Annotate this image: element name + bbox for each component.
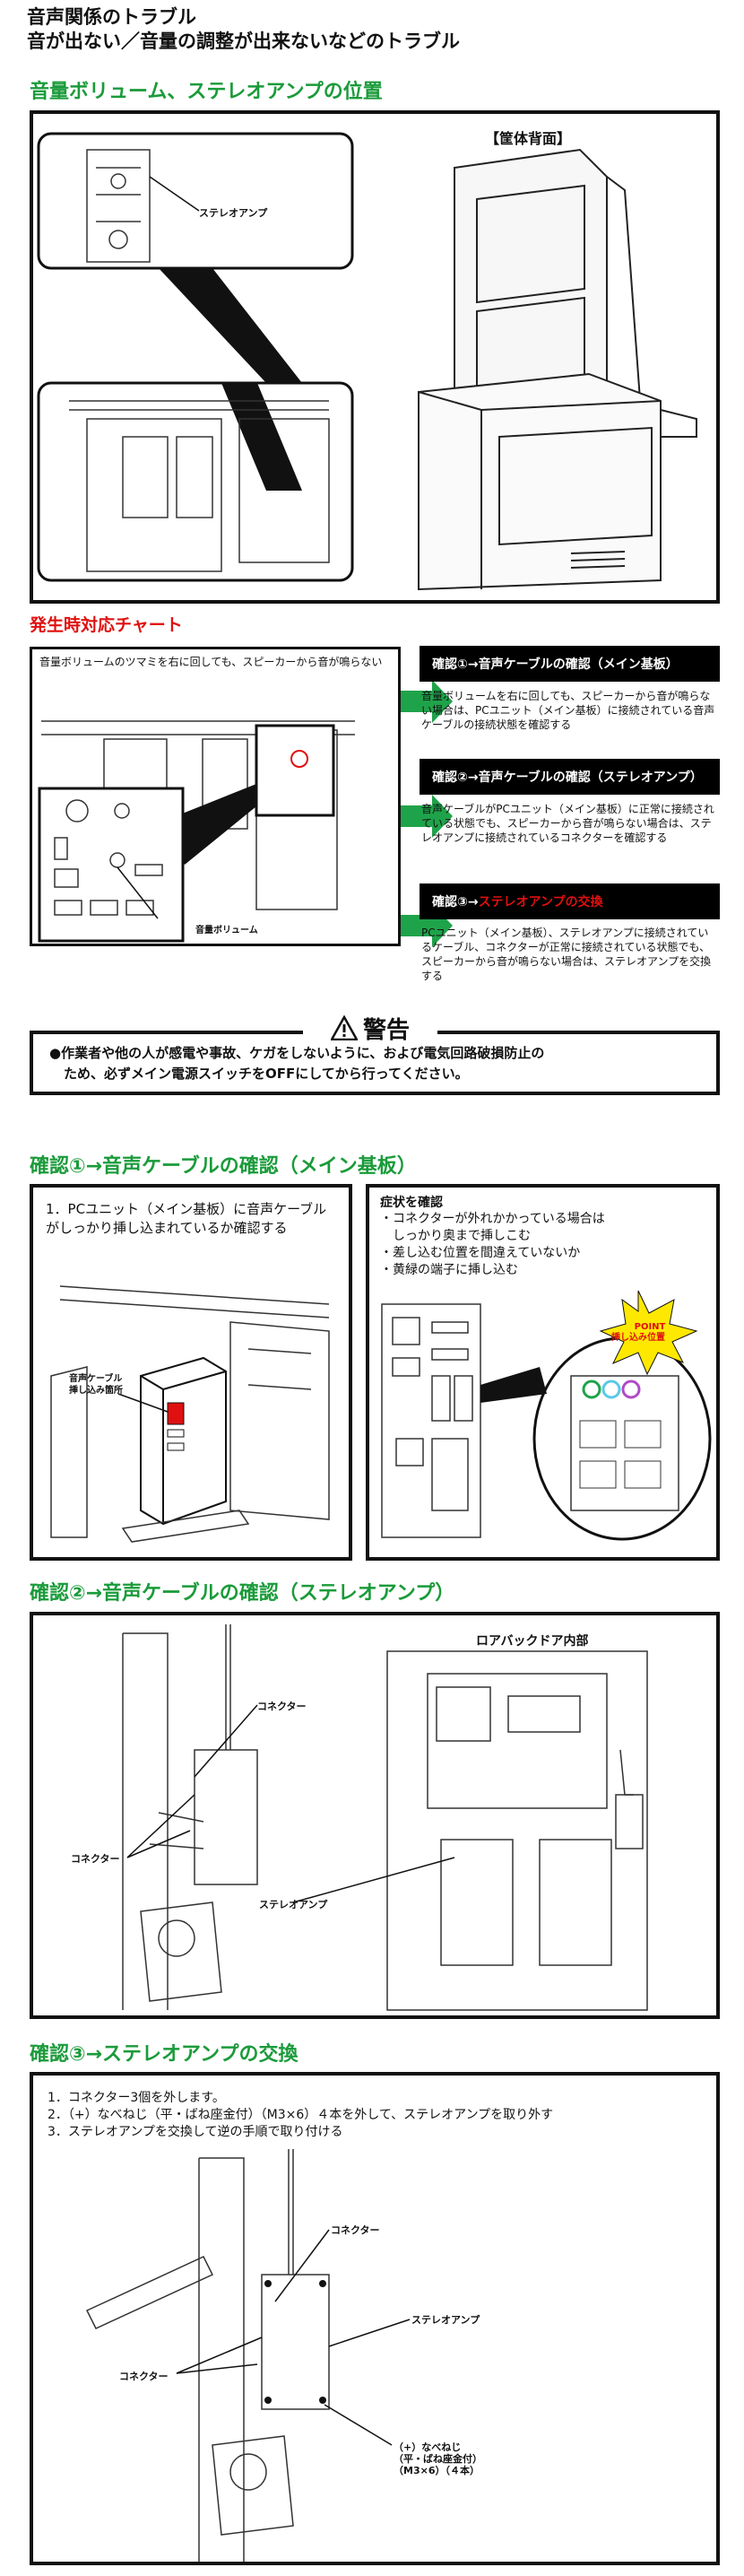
page-title: 音声関係のトラブル — [27, 6, 196, 28]
screw-label-1: （+）なべねじ — [394, 2441, 462, 2453]
check1-left-frame: 1．PCユニット（メイン基板）に音声ケーブルがしっかり挿し込まれているか確認する… — [30, 1184, 352, 1561]
volume-illustration — [38, 720, 355, 943]
section-title-check3: 確認③→ステレオアンプの交換 — [30, 2043, 298, 2066]
connector-label-top: コネクター — [257, 1701, 307, 1712]
check1-right-frame: 症状を確認 ・コネクターが外れかかっている場合は しっかり奥まで挿しこむ ・差し… — [366, 1184, 720, 1561]
symptom-title: 症状を確認 — [380, 1196, 443, 1210]
check3-step1: 1．コネクター3個を外します。 — [48, 2091, 225, 2105]
symptom-3: ・黄緑の端子に挿し込む — [380, 1263, 518, 1277]
cabinet-illustration — [37, 132, 697, 591]
point-label-1: POINT — [634, 1322, 666, 1332]
volume-label: 音量ボリューム — [195, 926, 258, 936]
flow-arrows — [401, 680, 453, 947]
insert-location-label-2: 挿し込み箇所 — [69, 1386, 123, 1396]
warning-title: 警告 — [362, 1016, 410, 1044]
check1-step-text: 1．PCユニット（メイン基板）に音声ケーブルがしっかり挿し込まれているか確認する — [46, 1201, 327, 1236]
page-subtitle: 音が出ない／音量の調整が出来ないなどのトラブル — [27, 30, 460, 52]
section-title-position: 音量ボリューム、ステレオアンプの位置 — [30, 81, 383, 103]
connector-label-check3-left: コネクター — [119, 2371, 169, 2382]
chart-step2-title: 確認②→音声ケーブルの確認（ステレオアンプ） — [420, 759, 720, 795]
warning-header: 警告 — [303, 1012, 437, 1044]
chart-intro-text: 音量ボリュームのツマミを右に回しても、スピーカーから音が鳴らない — [39, 656, 383, 668]
check2-frame: ロアバックドア内部 コネクター コネクター ステレオアンプ — [30, 1612, 720, 2019]
stereo-amp-connector-illustration — [122, 1624, 648, 2011]
section-title-check1: 確認①→音声ケーブルの確認（メイン基板） — [30, 1155, 417, 1178]
screw-label-3: （M3×6）（４本） — [394, 2465, 480, 2476]
chart-step1-body: 音量ボリュームを右に回しても、スピーカーから音が鳴らない場合は、PCユニット（メ… — [421, 690, 715, 731]
section-title-chart: 発生時対応チャート — [30, 615, 183, 635]
screw-label-2: （平・ばね座金付） — [394, 2453, 482, 2465]
symptom-1b: しっかり奥まで挿しこむ — [380, 1229, 531, 1243]
chart-step1-title: 確認①→音声ケーブルの確認（メイン基板） — [420, 646, 720, 682]
symptom-2: ・差し込む位置を間違えていないか — [380, 1246, 581, 1260]
lower-back-door-label: ロアバックドア内部 — [476, 1634, 589, 1649]
warning-text-line1: ●作業者や他の人が感電や事故、ケガをしないように、および電気回路破損防止の — [49, 1045, 545, 1061]
motherboard-illustration — [381, 1290, 712, 1541]
pc-unit-illustration — [50, 1285, 330, 1543]
cabinet-back-label: 【筐体背面】 — [485, 130, 572, 147]
chart-step3-title-prefix: 確認③→ — [432, 895, 479, 909]
warning-text-line2: ため、必ずメイン電源スイッチをOFFにしてから行ってください。 — [64, 1066, 469, 1082]
check3-step2: 2．（+）なべねじ（平・ばね座金付）（M3×6）４本を外して、ステレオアンプを取… — [48, 2108, 554, 2122]
stereo-amp-label-check3: ステレオアンプ — [411, 2314, 480, 2326]
chart-step3-title: 確認③→ステレオアンプの交換 — [420, 883, 720, 919]
symptom-1: ・コネクターが外れかかっている場合は — [380, 1212, 605, 1226]
point-label-2: 挿し込み位置 — [611, 1333, 665, 1343]
stereo-amp-label: ステレオアンプ — [199, 207, 268, 219]
warning-triangle-icon — [330, 1015, 358, 1040]
insert-location-label-1: 音声ケーブル — [69, 1374, 123, 1384]
check3-step3: 3．ステレオアンプを交換して逆の手順で取り付ける — [48, 2125, 343, 2139]
section-title-check2: 確認②→音声ケーブルの確認（ステレオアンプ） — [30, 1582, 455, 1605]
position-figure-frame: 【筐体背面】 — [30, 110, 720, 604]
check3-frame: 1．コネクター3個を外します。 2．（+）なべねじ（平・ばね座金付）（M3×6）… — [30, 2072, 720, 2565]
connector-label-check3-top: コネクター — [331, 2224, 380, 2236]
chart-step3-title-highlight: ステレオアンプの交換 — [478, 895, 603, 909]
stereo-amp-label-check2: ステレオアンプ — [259, 1899, 328, 1910]
chart-step3-body: PCユニット（メイン基板）、ステレオアンプに接続されているケーブル、コネクターが… — [421, 927, 712, 982]
stereo-amp-replacement-illustration — [85, 2149, 411, 2562]
chart-figure-frame: 音量ボリュームのツマミを右に回しても、スピーカーから音が鳴らない 音量ボリューム — [30, 647, 401, 946]
connector-label-left: コネクター — [71, 1853, 120, 1865]
chart-step2-body: 音声ケーブルがPCユニット（メイン基板）に正常に接続されている状態でも、スピーカ… — [421, 803, 714, 844]
